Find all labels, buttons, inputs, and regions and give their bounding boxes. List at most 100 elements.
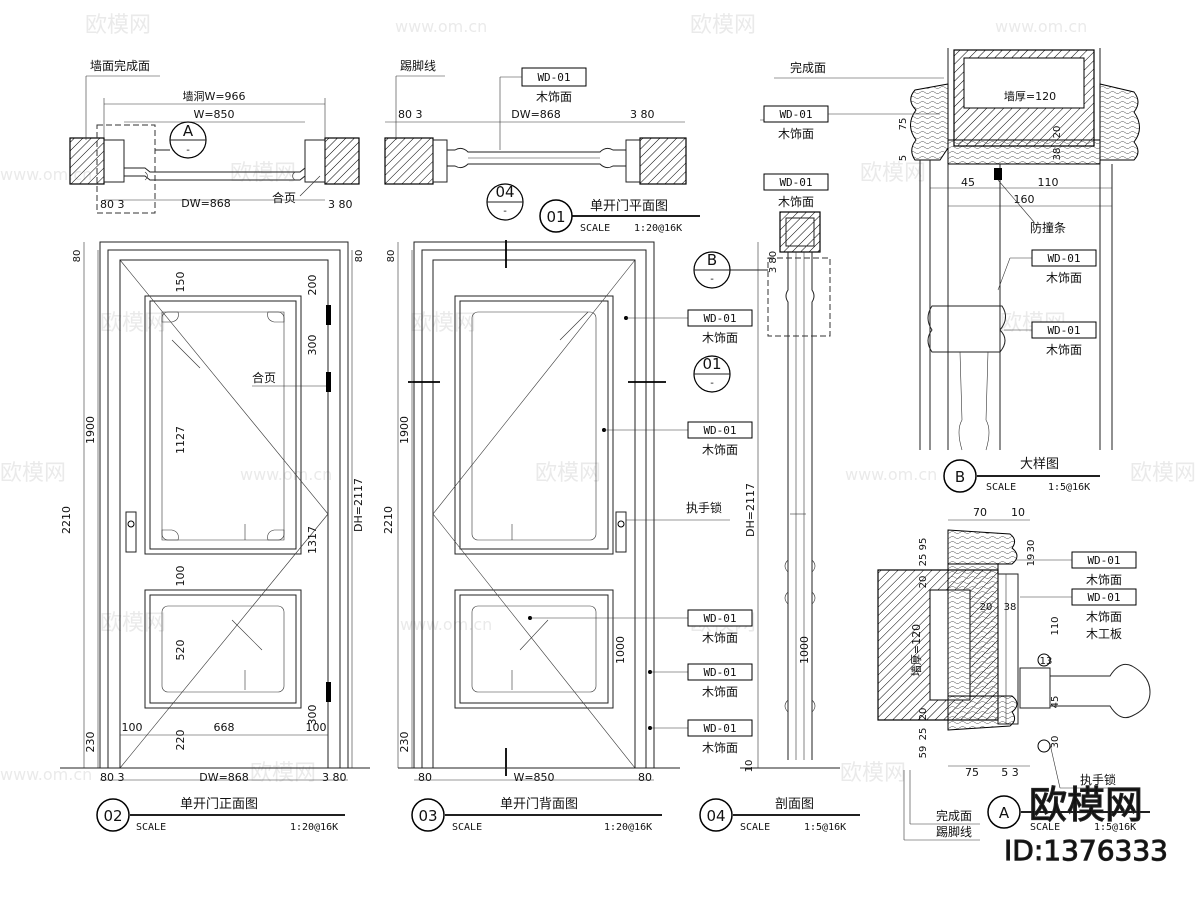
material-tag <box>763 173 829 191</box>
wall-section-left <box>384 137 434 185</box>
svg-text:木饰面: 木饰面 <box>702 331 738 345</box>
label-wall-finish: 墙面完成面 <box>90 58 150 73</box>
watermark-text: 欧模网 <box>100 611 166 636</box>
watermark-text: 欧模网 <box>85 13 151 38</box>
view-number-circle <box>699 798 733 832</box>
material-callout: WD-01 木饰面 <box>648 719 753 755</box>
svg-text:1:20@16K: 1:20@16K <box>604 822 652 833</box>
handle-plate <box>125 511 137 553</box>
svg-text:WD-01: WD-01 <box>1047 252 1080 265</box>
svg-text:80 3: 80 3 <box>100 198 125 211</box>
svg-text:100: 100 <box>306 721 327 734</box>
dim-dw868: DW=868 <box>181 197 231 210</box>
svg-text:木饰面: 木饰面 <box>1086 610 1122 624</box>
label-bumper: 防撞条 <box>1030 220 1066 235</box>
svg-text:100: 100 <box>122 721 143 734</box>
material-callout: WD-01 木饰面 <box>624 309 753 345</box>
dim-w850: W=850 <box>193 108 234 121</box>
callout-box-b <box>767 257 831 337</box>
svg-text:-: - <box>710 378 714 389</box>
svg-text:1:5@16K: 1:5@16K <box>804 822 846 833</box>
svg-text:230: 230 <box>398 732 411 753</box>
svg-text:80 3: 80 3 <box>398 108 423 121</box>
svg-text:80: 80 <box>638 771 652 784</box>
view-number-circle <box>411 798 445 832</box>
label-board: 木工板 <box>1086 627 1122 641</box>
watermark-text: 欧模网 <box>860 161 926 186</box>
svg-text:5 3: 5 3 <box>1001 766 1019 779</box>
svg-text:59: 59 <box>918 746 929 759</box>
svg-text:B: B <box>707 251 717 269</box>
svg-text:WD-01: WD-01 <box>703 666 736 679</box>
svg-text:3 80: 3 80 <box>328 198 353 211</box>
svg-text:30: 30 <box>1050 736 1061 749</box>
svg-text:WD-01: WD-01 <box>703 424 736 437</box>
svg-text:WD-01: WD-01 <box>703 312 736 325</box>
lock-body <box>1019 667 1051 709</box>
section-view: B - DH=2117 3 80 1000 10 WD-01 木饰面 04 剖面… <box>693 173 860 833</box>
svg-text:75: 75 <box>898 118 909 131</box>
svg-text:45: 45 <box>1050 696 1061 709</box>
architrave-left <box>910 83 949 161</box>
svg-text:20: 20 <box>918 576 929 589</box>
material-code: WD-01 <box>537 71 570 84</box>
svg-text:80: 80 <box>72 250 83 263</box>
back-elevation: 01 - 2210 1900 230 80 1000 80 W=850 80 W… <box>382 240 753 833</box>
watermark-site: www.om.cn <box>400 615 492 634</box>
bumper-strip <box>994 168 1002 180</box>
view-title: 剖面图 <box>775 797 814 812</box>
watermark-site: www.om.cn <box>995 17 1087 36</box>
label-lock: 执手锁 <box>686 500 722 515</box>
watermark-site: www.om.cn <box>0 165 92 184</box>
plan-view-center: 80 3 DW=868 3 80 踢脚线 WD-01 木饰面 01 单开门平面图… <box>384 58 700 234</box>
svg-text:SCALE: SCALE <box>136 822 166 833</box>
svg-text:WD-01: WD-01 <box>703 722 736 735</box>
svg-text:2210: 2210 <box>60 506 73 534</box>
dim-dw868: DW=868 <box>511 108 561 121</box>
svg-text:10: 10 <box>744 760 755 773</box>
svg-text:80: 80 <box>418 771 432 784</box>
view-title: 单开门正面图 <box>180 797 258 812</box>
model-id: ID:1376333 <box>1004 834 1168 867</box>
marker-a-text: A <box>183 122 194 140</box>
svg-text:木饰面: 木饰面 <box>1046 343 1082 357</box>
dim-wall-hole: 墙洞W=966 <box>182 89 245 103</box>
svg-text:3 80: 3 80 <box>322 771 347 784</box>
svg-text:38: 38 <box>1004 602 1017 613</box>
svg-text:WD-01: WD-01 <box>1087 591 1120 604</box>
svg-text:200: 200 <box>306 275 319 296</box>
svg-text:150: 150 <box>174 272 187 293</box>
watermark-site: www.om.cn <box>0 765 92 784</box>
svg-text:04: 04 <box>495 183 514 201</box>
view-title: 单开门平面图 <box>590 199 668 214</box>
svg-text:3 80: 3 80 <box>768 251 779 273</box>
svg-text:20: 20 <box>918 708 929 721</box>
svg-text:1:5@16K: 1:5@16K <box>1048 482 1090 493</box>
svg-text:WD-01: WD-01 <box>779 108 812 121</box>
svg-text:木饰面: 木饰面 <box>778 195 814 209</box>
hinge-icon <box>326 305 331 325</box>
dim-w850: W=850 <box>513 771 554 784</box>
view-number-circle <box>987 795 1021 829</box>
svg-text:木饰面: 木饰面 <box>702 685 738 699</box>
svg-text:DH=2117: DH=2117 <box>352 478 365 532</box>
svg-text:25: 25 <box>918 554 929 567</box>
svg-text:80 3: 80 3 <box>100 771 125 784</box>
view-title: 大样图 <box>1020 457 1059 472</box>
svg-text:1000: 1000 <box>614 636 627 664</box>
svg-text:1900: 1900 <box>398 416 411 444</box>
svg-text:5: 5 <box>898 155 909 161</box>
svg-text:70: 70 <box>973 506 987 519</box>
svg-text:SCALE: SCALE <box>580 223 610 234</box>
svg-text:1000: 1000 <box>798 636 811 664</box>
view-number-circle <box>943 459 977 493</box>
svg-text:木饰面: 木饰面 <box>1086 573 1122 587</box>
lever-handle <box>1049 663 1151 719</box>
label-finish: 完成面 <box>790 60 826 75</box>
view-number: 03 <box>418 807 437 825</box>
label-hinge: 合页 <box>252 370 276 385</box>
detail-a: 墙厚=120 70 10 95 25 20 30 19 20 38 110 13… <box>877 506 1151 841</box>
svg-text:160: 160 <box>1014 193 1035 206</box>
view-number: B <box>955 468 965 486</box>
